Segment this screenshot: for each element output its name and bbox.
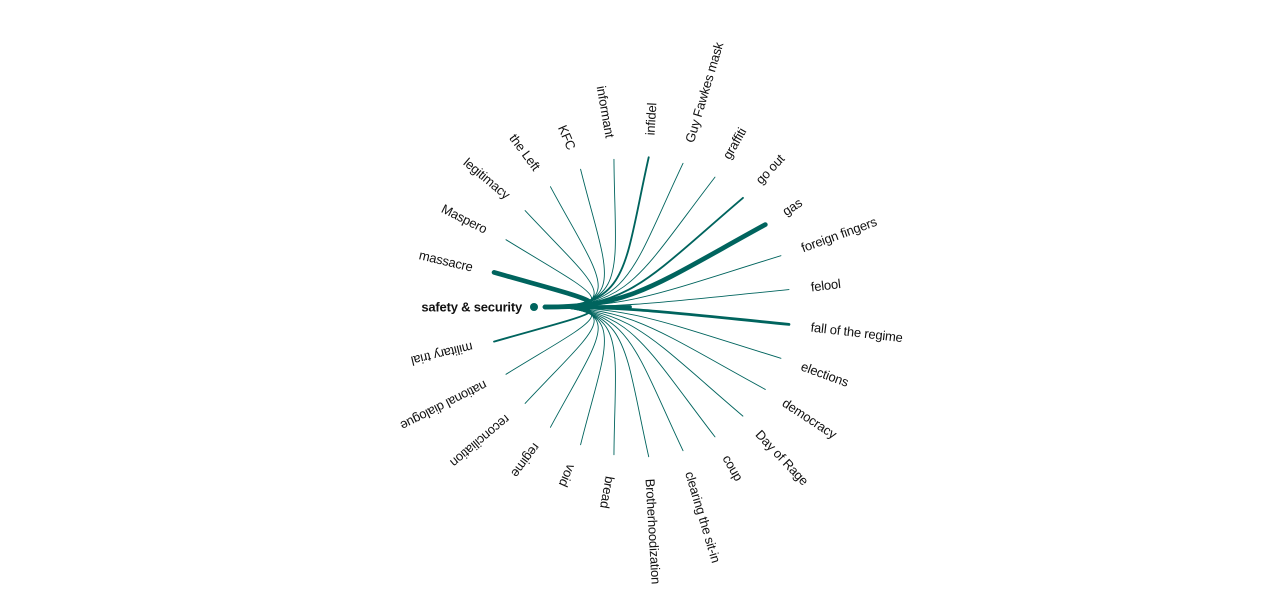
node-label-elections[interactable]: elections — [799, 359, 851, 390]
center-node-label[interactable]: safety & security — [421, 300, 523, 315]
node-label-graffiti[interactable]: graffiti — [720, 125, 750, 162]
edge-informant — [544, 158, 616, 308]
edges-layer — [491, 156, 791, 458]
node-label-bread[interactable]: bread — [597, 475, 617, 509]
node-label-regime[interactable]: regime — [508, 441, 543, 481]
edge-bread — [544, 306, 616, 456]
node-label-guy-fawkes-mask[interactable]: Guy Fawkes mask — [682, 40, 726, 145]
node-label-informant[interactable]: informant — [594, 85, 618, 140]
node-label-brotherhoodization[interactable]: Brotherhoodization — [643, 478, 664, 584]
node-label-fall-of-the-regime[interactable]: fall of the regime — [810, 320, 904, 346]
center-node-dot[interactable] — [530, 303, 538, 311]
node-label-legitimacy[interactable]: legitimacy — [461, 155, 514, 203]
node-label-reconciliation[interactable]: reconciliation — [447, 412, 513, 470]
node-label-maspero[interactable]: Maspero — [439, 201, 490, 236]
node-label-day-of-rage[interactable]: Day of Rage — [753, 427, 812, 488]
node-label-clearing-the-sit-in[interactable]: clearing the sit-in — [682, 470, 723, 565]
edge-void — [544, 306, 605, 446]
node-label-national-dialogue[interactable]: national dialogue — [398, 377, 490, 433]
node-label-coup[interactable]: coup — [720, 452, 747, 483]
node-label-void[interactable]: void — [556, 462, 579, 489]
node-label-infidel[interactable]: infidel — [643, 102, 660, 136]
node-label-felool[interactable]: felool — [810, 276, 842, 294]
node-label-gas[interactable]: gas — [780, 195, 806, 219]
node-label-massacre[interactable]: massacre — [418, 247, 475, 274]
node-label-military-trial[interactable]: military trial — [409, 339, 474, 368]
edge-day-of-rage — [544, 306, 744, 417]
edge-kfc — [544, 168, 605, 308]
edge-reconciliation — [524, 306, 595, 404]
node-label-the-left[interactable]: the Left — [506, 131, 543, 174]
edge-elections — [544, 306, 782, 359]
node-label-democracy[interactable]: democracy — [780, 395, 840, 442]
node-label-foreign-fingers[interactable]: foreign fingers — [799, 214, 879, 255]
node-label-go-out[interactable]: go out — [753, 151, 788, 187]
node-label-kfc[interactable]: KFC — [555, 123, 579, 152]
